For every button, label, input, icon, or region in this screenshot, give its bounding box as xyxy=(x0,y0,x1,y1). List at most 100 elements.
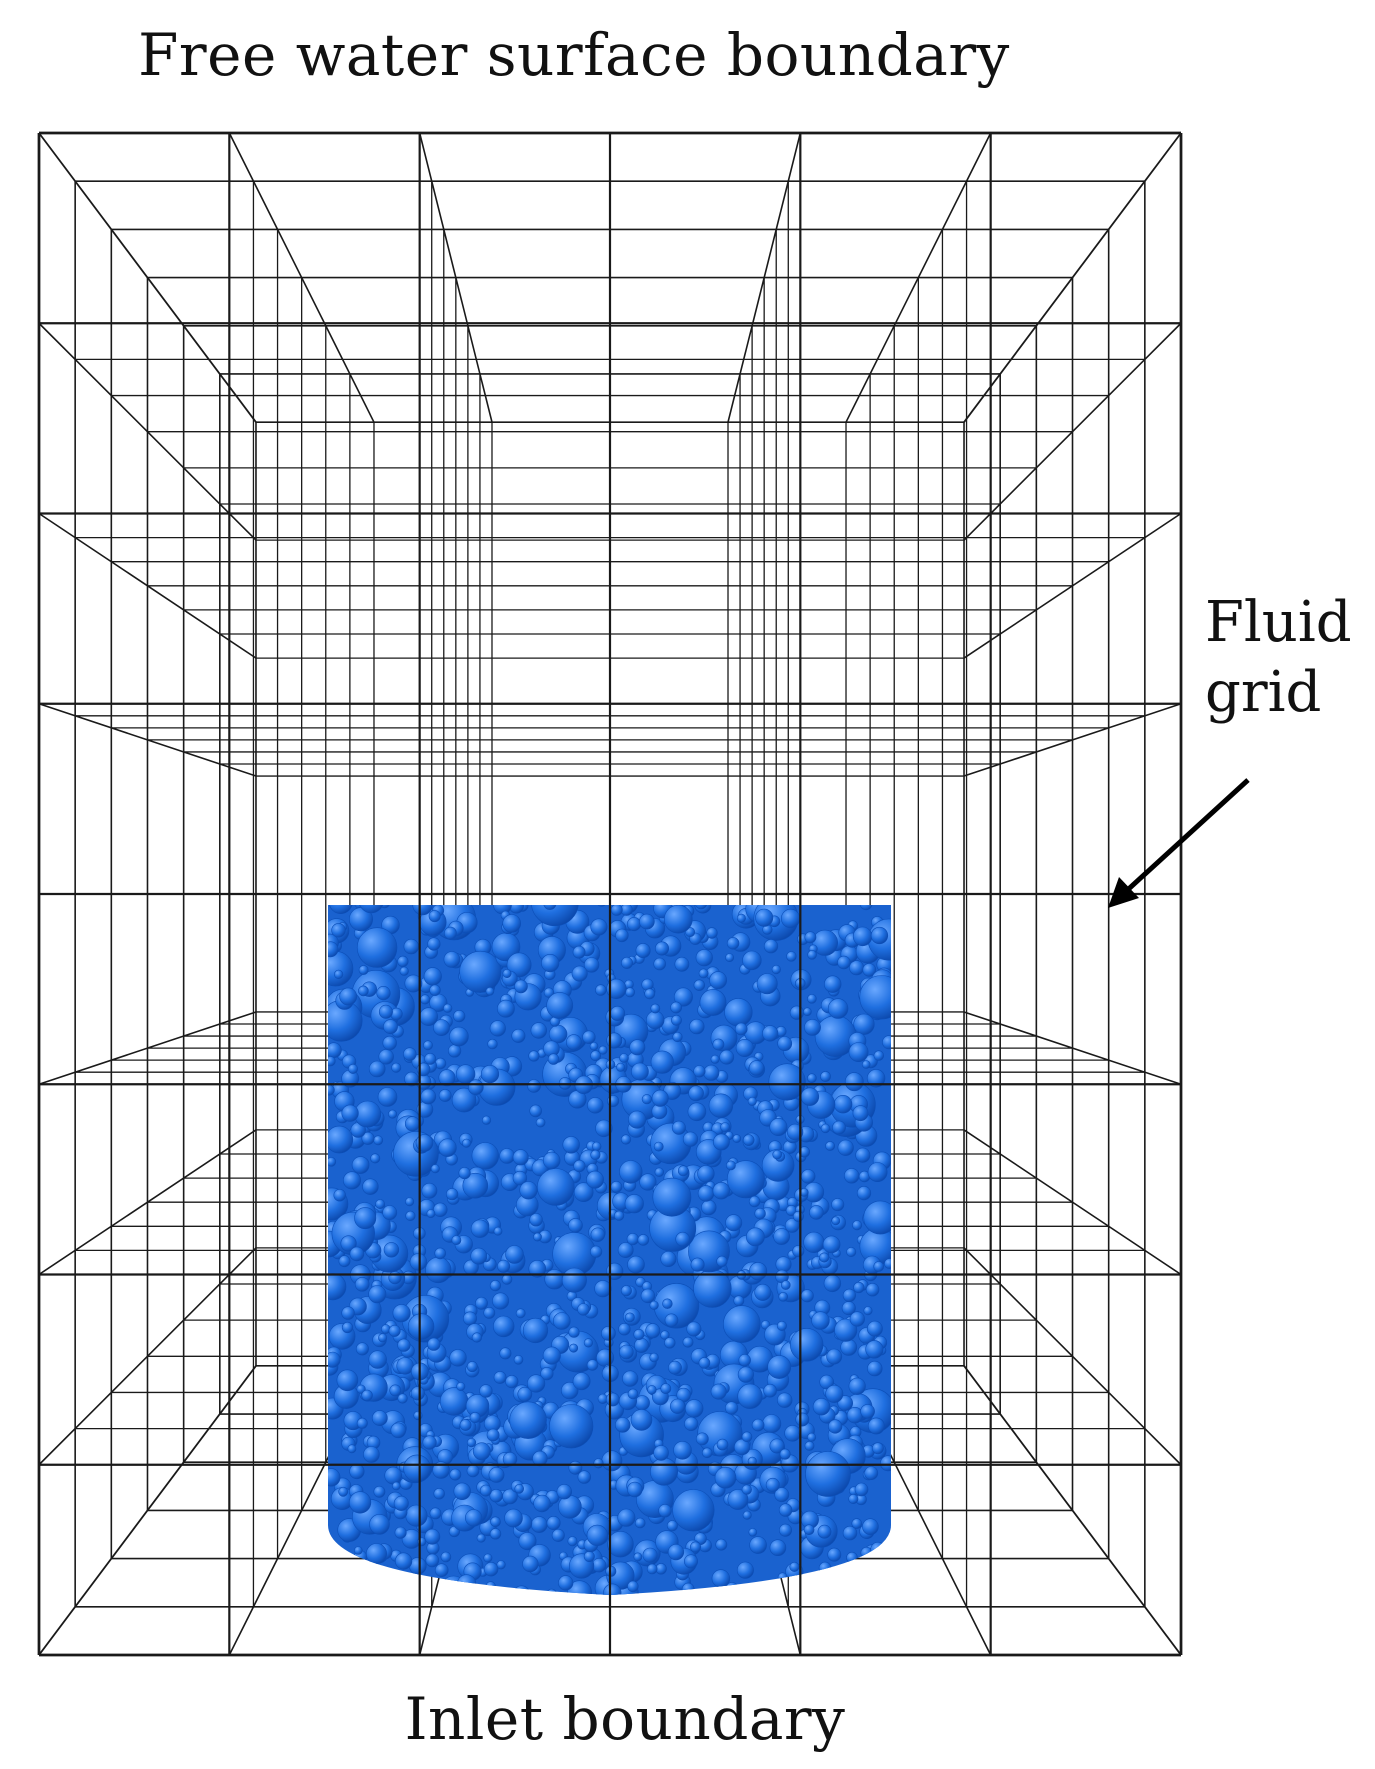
particle xyxy=(777,1036,793,1051)
particle xyxy=(589,1041,599,1051)
particle xyxy=(558,1575,574,1591)
particle xyxy=(493,905,512,915)
particle xyxy=(481,1115,492,1125)
particle xyxy=(547,1053,560,1065)
particle xyxy=(361,1131,375,1145)
particle xyxy=(619,1053,629,1063)
particle xyxy=(492,1292,510,1310)
arrow-shaft xyxy=(1120,778,1250,897)
particle xyxy=(640,1288,656,1304)
particle xyxy=(356,927,398,968)
particle xyxy=(382,1205,398,1220)
particle xyxy=(489,1279,502,1292)
particle xyxy=(803,1524,815,1535)
particle xyxy=(489,1488,503,1503)
particle xyxy=(699,989,727,1016)
particle xyxy=(541,953,560,973)
particle xyxy=(338,1486,349,1497)
particle xyxy=(686,1321,702,1337)
particle xyxy=(726,1160,736,1171)
particle xyxy=(713,1133,730,1151)
particle xyxy=(493,1371,507,1384)
particle xyxy=(382,1035,397,1051)
particle xyxy=(449,1349,467,1367)
particle xyxy=(512,1585,531,1595)
particle xyxy=(405,1197,415,1207)
particle xyxy=(615,928,629,943)
particle xyxy=(724,1401,739,1415)
particle xyxy=(595,1119,613,1138)
particle xyxy=(331,923,346,938)
particle xyxy=(864,1466,879,1480)
particle xyxy=(571,965,588,982)
particle xyxy=(748,1195,761,1208)
particle xyxy=(647,1385,657,1395)
particle xyxy=(493,1315,515,1338)
particle xyxy=(737,1366,755,1383)
particle xyxy=(573,1159,586,1173)
particle xyxy=(556,1483,572,1500)
particle xyxy=(486,1428,500,1442)
particle xyxy=(620,1134,632,1145)
particle xyxy=(687,1102,707,1122)
particle xyxy=(569,1343,579,1353)
particle xyxy=(393,1575,403,1585)
particle xyxy=(654,941,669,956)
particle xyxy=(800,1289,814,1303)
particle xyxy=(596,1348,615,1367)
particle xyxy=(479,1484,492,1497)
particle xyxy=(601,1326,616,1341)
free-water-surface-boundary-label: Free water surface boundary xyxy=(138,21,1010,89)
particle xyxy=(394,1526,407,1539)
particle xyxy=(851,1518,863,1529)
particle xyxy=(746,1227,765,1247)
particle xyxy=(365,1543,387,1565)
particle xyxy=(328,1351,341,1368)
particle xyxy=(734,1589,746,1595)
particle xyxy=(422,1435,437,1450)
particle xyxy=(390,1422,407,1439)
particle xyxy=(804,931,817,944)
particle xyxy=(852,926,873,947)
particle xyxy=(423,967,442,986)
particle xyxy=(872,1442,884,1455)
particle xyxy=(650,1003,661,1014)
particle xyxy=(368,1285,387,1304)
particle xyxy=(620,1285,632,1297)
particle xyxy=(811,1311,830,1330)
particle xyxy=(591,1141,602,1152)
particle xyxy=(544,1269,565,1290)
particle xyxy=(777,1572,788,1583)
particle xyxy=(653,957,667,971)
particle xyxy=(339,987,358,1006)
particle xyxy=(769,1438,785,1454)
particle xyxy=(419,1007,439,1027)
particle xyxy=(573,1182,594,1202)
particle xyxy=(590,918,608,936)
particle xyxy=(780,908,801,929)
particle xyxy=(388,1270,402,1285)
particle xyxy=(633,1329,645,1341)
particle xyxy=(470,1247,488,1265)
particle xyxy=(522,1317,549,1344)
particle xyxy=(736,1561,754,1579)
particle xyxy=(672,1031,683,1043)
particle xyxy=(496,1560,506,1570)
particle xyxy=(748,1060,765,1076)
particle xyxy=(697,1185,715,1202)
particle xyxy=(831,1216,841,1226)
particle xyxy=(528,1260,547,1278)
particle xyxy=(530,1516,548,1533)
particle xyxy=(368,1350,387,1369)
particle xyxy=(619,1160,643,1184)
particle xyxy=(432,1461,450,1479)
particle xyxy=(378,1049,394,1065)
particle xyxy=(822,1235,841,1254)
particle xyxy=(622,1370,639,1387)
particle xyxy=(560,1381,579,1400)
particle xyxy=(805,1451,851,1497)
particle xyxy=(439,1387,469,1416)
particle xyxy=(397,955,409,968)
particle xyxy=(383,1019,398,1035)
particle xyxy=(689,1541,701,1553)
